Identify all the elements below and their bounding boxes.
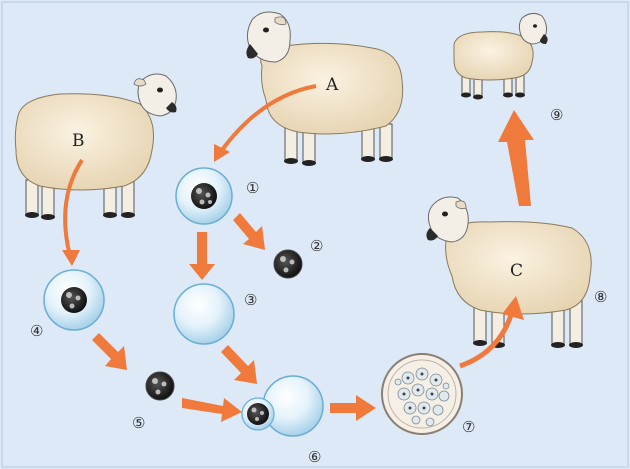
sheep-b-label: B bbox=[72, 131, 85, 151]
step-8-label: ⑧ bbox=[594, 288, 607, 306]
step-1-label: ① bbox=[246, 179, 259, 197]
step-9-label: ⑨ bbox=[550, 106, 563, 124]
sheep-a-label: A bbox=[325, 75, 339, 95]
cell-7-embryo bbox=[382, 354, 462, 434]
step-2-label: ② bbox=[310, 237, 323, 255]
cell-2-nucleus bbox=[274, 250, 302, 278]
cell-3-enucleated-egg bbox=[174, 284, 234, 344]
step-7-label: ⑦ bbox=[462, 418, 475, 436]
cell-5-nucleus bbox=[146, 372, 174, 400]
sheep-c-label: C bbox=[510, 261, 523, 281]
step-5-label: ⑤ bbox=[132, 414, 145, 432]
cell-1-egg bbox=[176, 168, 232, 224]
step-3-label: ③ bbox=[244, 291, 257, 309]
step-6-label: ⑥ bbox=[308, 448, 321, 466]
step-4-label: ④ bbox=[30, 322, 43, 340]
cell-4-body-cell bbox=[44, 270, 104, 330]
